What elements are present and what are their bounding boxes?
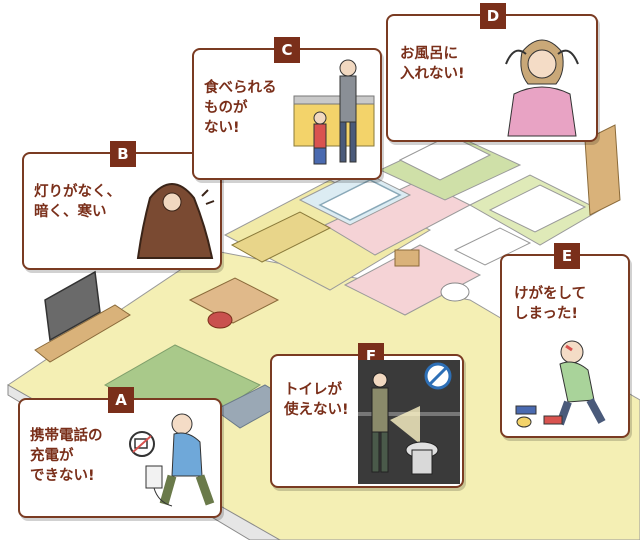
problem-card-d: D お風呂に 入れない! xyxy=(386,3,598,142)
card-caption: 食べられる ものが ない! xyxy=(204,78,277,138)
bath-sink xyxy=(394,249,420,267)
caption-line: 入れない! xyxy=(400,66,465,82)
caption-line: 携帯電話の xyxy=(30,428,103,444)
caption-line: お風呂に xyxy=(400,46,458,62)
family-empty-kitchen-illustration xyxy=(293,59,375,165)
tv-screen xyxy=(44,270,101,342)
card-caption: お風呂に 入れない! xyxy=(400,44,465,84)
card-caption: けがをして しまった! xyxy=(514,284,586,324)
problem-card-a: A 携帯電話の 充電が できない! xyxy=(18,387,222,518)
card-caption: 灯りがなく、 暗く、寒い xyxy=(34,182,121,222)
dark-toilet-illustration xyxy=(358,360,460,484)
card-letter-badge: B xyxy=(110,141,136,167)
caption-line: けがをして xyxy=(514,286,587,302)
problem-card-e: E けがをして しまった! xyxy=(500,243,630,438)
caption-line: 充電が xyxy=(30,448,74,464)
caption-line: 食べられる xyxy=(204,80,277,96)
phone-charging-person-illustration xyxy=(129,413,215,507)
toilet-seat xyxy=(440,282,470,302)
kitchen-counter xyxy=(230,211,332,263)
caption-line: トイレが xyxy=(284,382,342,398)
caption-line: しまった! xyxy=(514,306,579,322)
injured-man-illustration xyxy=(515,340,606,428)
tv-stand xyxy=(34,304,131,363)
card-letter-badge: D xyxy=(480,3,506,29)
card-letter-badge: E xyxy=(554,243,580,269)
caption-line: ない! xyxy=(204,120,240,136)
card-caption: 携帯電話の 充電が できない! xyxy=(30,426,103,486)
caption-line: ものが xyxy=(204,100,248,116)
caption-line: できない! xyxy=(30,468,95,484)
blanket-person-illustration xyxy=(136,183,215,259)
distressed-woman-illustration xyxy=(505,39,579,137)
caption-line: 暗く、寒い xyxy=(34,204,107,220)
caption-line: 使えない! xyxy=(284,402,349,418)
card-caption: トイレが 使えない! xyxy=(284,380,349,420)
card-letter-badge: C xyxy=(274,37,300,63)
dining-chair xyxy=(207,311,233,329)
bed-1 xyxy=(398,134,492,181)
card-letter-badge: A xyxy=(108,387,134,413)
bathtub xyxy=(318,179,402,221)
problem-card-b: B 灯りがなく、 暗く、寒い xyxy=(22,141,222,270)
bookshelf xyxy=(584,124,621,216)
bed-2 xyxy=(488,184,587,233)
problem-card-c: C 食べられる ものが ない! xyxy=(192,37,382,180)
bed-3 xyxy=(453,227,532,266)
caption-line: 灯りがなく、 xyxy=(34,184,121,200)
problem-card-f: F トイレが 使えない! xyxy=(270,343,464,488)
